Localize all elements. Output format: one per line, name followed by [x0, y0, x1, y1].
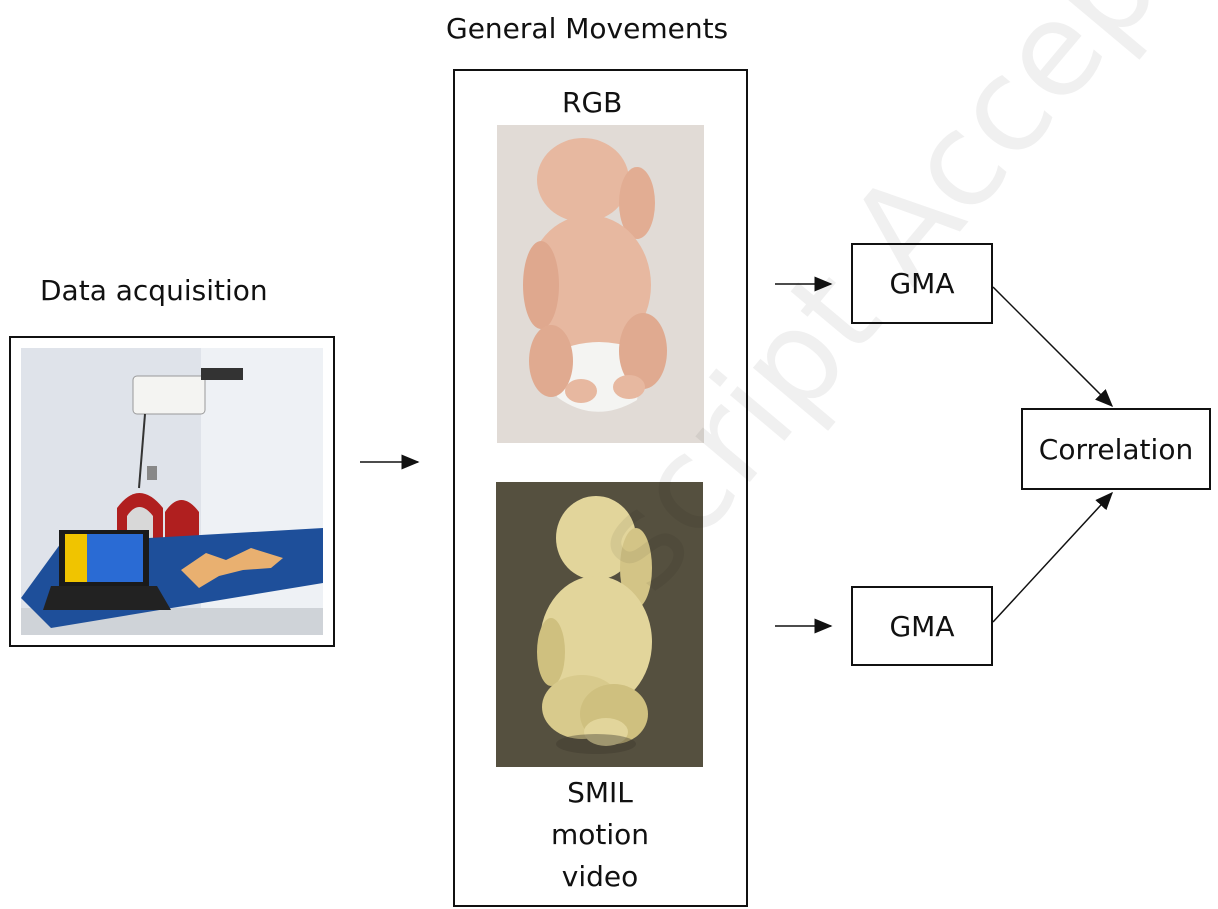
diagram-title: General Movements — [446, 12, 729, 45]
correlation-label: Correlation — [1038, 432, 1194, 466]
gma-top-label: GMA — [889, 267, 955, 300]
baby-photo — [497, 125, 704, 443]
arrow-gma-bottom-to-correlation — [992, 491, 1114, 623]
rgb-label: RGB — [562, 86, 623, 119]
data-acquisition-box — [9, 336, 335, 647]
data-acquisition-label: Data acquisition — [40, 274, 268, 307]
correlation-box — [1021, 408, 1211, 490]
smil-render — [496, 482, 703, 767]
gma-bottom-box — [851, 586, 993, 666]
arrow-gma-top-to-correlation — [992, 286, 1114, 408]
gma-top-box — [851, 243, 993, 324]
room-photo — [21, 348, 323, 635]
gma-bottom-label: GMA — [889, 609, 955, 643]
smil-label-line-2: motion — [550, 818, 650, 851]
smil-label-line-1: SMIL — [567, 776, 633, 809]
smil-label-line-3: video — [561, 860, 639, 893]
